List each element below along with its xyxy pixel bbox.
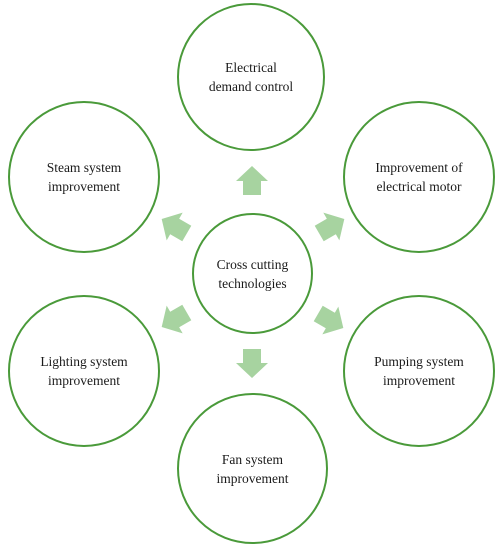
node-label: Electrical demand control [208,60,294,94]
arrow-down [236,349,268,378]
node-center-cross-cutting: Cross cutting technologies [192,213,313,334]
node-label: Fan system improvement [216,451,289,486]
node-pumping-system-improvement: Pumping system improvement [343,295,495,447]
node-label: Lighting system improvement [40,354,128,388]
node-label: Pumping system improvement [374,354,464,388]
arrow-up [236,166,268,195]
center-label: Cross cutting technologies [216,256,289,291]
arrow-upper-left [161,212,192,242]
node-lighting-system-improvement: Lighting system improvement [8,295,160,447]
node-electrical-demand-control: Electrical demand control [177,3,325,151]
arrow-lower-left [161,304,192,334]
node-label: Improvement of electrical motor [375,160,463,194]
arrow-upper-right [314,212,345,242]
arrow-lower-right [313,305,344,335]
node-electrical-motor-improvement: Improvement of electrical motor [343,101,495,253]
node-fan-system-improvement: Fan system improvement [177,393,328,544]
node-label: Steam system improvement [46,160,122,194]
node-steam-system-improvement: Steam system improvement [8,101,160,253]
